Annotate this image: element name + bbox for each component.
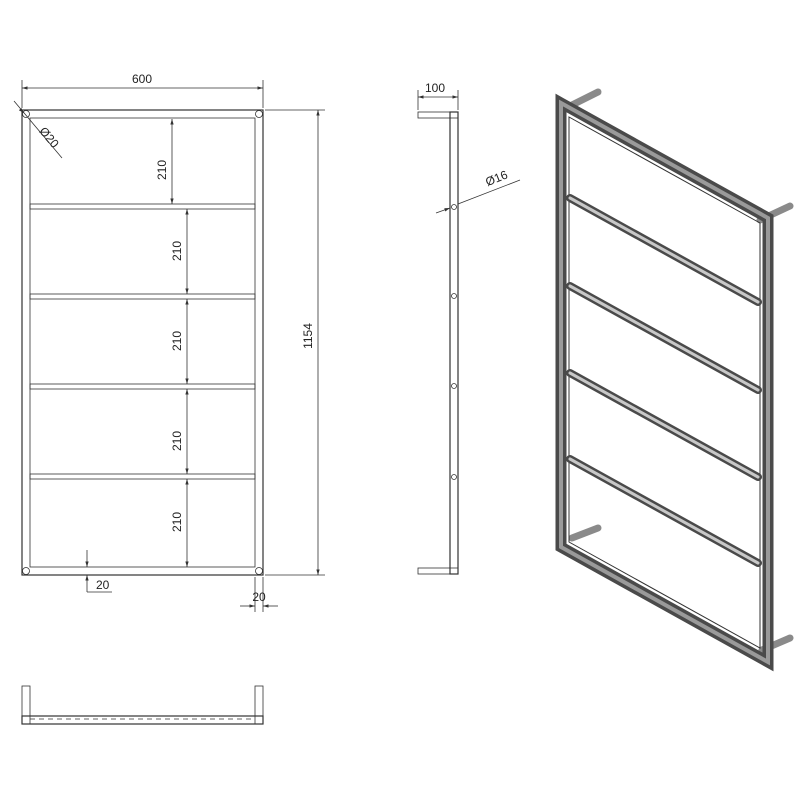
iso-stud-bottom-left bbox=[568, 524, 602, 542]
dim-bar-spacing-label: 210 bbox=[155, 160, 169, 180]
dim-bar-spacing-label: 210 bbox=[170, 512, 184, 532]
top-view bbox=[21, 685, 264, 725]
dim-side-offset-label: 20 bbox=[252, 590, 266, 604]
dim-total-width: 600 bbox=[21, 72, 264, 108]
dim-bar-spacing-label: 210 bbox=[170, 241, 184, 261]
dim-bar-spacing-label: 210 bbox=[170, 431, 184, 451]
isometric-view bbox=[555, 88, 794, 672]
tube-end-bottom-right bbox=[255, 567, 263, 575]
side-bar-end bbox=[451, 474, 457, 480]
top-view-left-post bbox=[21, 685, 31, 725]
side-arm-top bbox=[417, 111, 459, 119]
dim-bottom-offset: 20 bbox=[85, 550, 112, 593]
front-bars bbox=[29, 203, 256, 480]
front-bar bbox=[29, 203, 256, 210]
dim-total-height: 1154 bbox=[265, 109, 325, 576]
iso-frame-inner-edge bbox=[568, 116, 761, 649]
dim-total-width-label: 600 bbox=[132, 72, 152, 86]
iso-frame-highlight bbox=[559, 99, 770, 666]
dim-bar-spacing-label: 210 bbox=[170, 331, 184, 351]
iso-bar bbox=[568, 196, 760, 304]
dim-wall-depth-label: 100 bbox=[425, 81, 445, 95]
iso-bar bbox=[568, 457, 760, 565]
side-vertical-tube bbox=[449, 111, 459, 575]
dim-tube-diameter-label: Ø20 bbox=[36, 124, 62, 151]
front-view: 600 Ø20 210 210 210 210 210 1154 bbox=[13, 72, 325, 612]
tube-end-top-right bbox=[255, 110, 263, 118]
top-view-base-bar bbox=[21, 715, 264, 725]
iso-bar bbox=[568, 284, 760, 392]
side-bar-end bbox=[451, 204, 457, 210]
front-frame-inner bbox=[29, 117, 256, 568]
iso-bars bbox=[566, 194, 762, 567]
tube-end-bottom-left bbox=[22, 567, 30, 575]
iso-bar bbox=[568, 371, 760, 479]
front-bar bbox=[29, 293, 256, 300]
front-frame-outer bbox=[21, 109, 264, 576]
side-bar-end bbox=[451, 383, 457, 389]
iso-stud-top-left bbox=[566, 88, 602, 110]
tube-end-top-left bbox=[22, 110, 30, 118]
dim-bottom-offset-label: 20 bbox=[96, 578, 110, 592]
front-bar bbox=[29, 383, 256, 390]
front-bar bbox=[29, 473, 256, 480]
dim-wall-depth: 100 bbox=[417, 81, 459, 110]
side-bar-end bbox=[451, 293, 457, 299]
dim-bar-diameter: Ø16 bbox=[435, 167, 521, 214]
dim-total-height-label: 1154 bbox=[301, 323, 315, 349]
side-arm-bottom bbox=[417, 567, 459, 575]
dim-bar-spacing-group: 210 210 210 210 210 bbox=[155, 119, 189, 567]
top-view-right-post bbox=[254, 685, 264, 725]
dim-side-offset: 20 bbox=[240, 577, 278, 612]
side-view: 100 Ø16 bbox=[417, 81, 521, 575]
